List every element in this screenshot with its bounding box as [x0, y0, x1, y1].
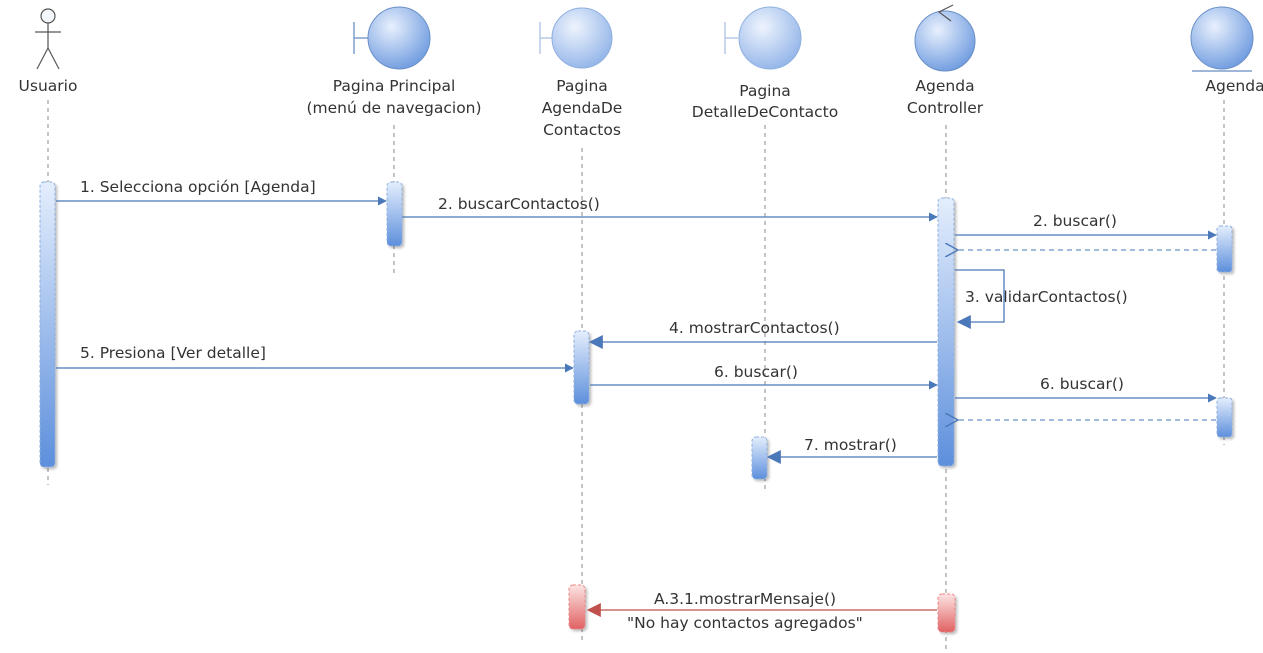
activation-agenda-1	[1216, 225, 1233, 273]
actor-icon[interactable]	[35, 8, 61, 70]
activation-agenda-controller	[937, 197, 955, 467]
message-label: 4. mostrarContactos()	[669, 319, 840, 337]
participant-label: Contactos	[543, 121, 621, 139]
self-message-arrow[interactable]	[955, 269, 1005, 329]
message-label: 3. validarContactos()	[965, 288, 1128, 306]
activation-error-controller	[937, 593, 956, 633]
activation-usuario	[39, 181, 56, 468]
message-label: 2. buscarContactos()	[438, 195, 600, 213]
entity-icon[interactable]	[1190, 6, 1254, 72]
activation-agenda-2	[1216, 397, 1233, 438]
participant-label: Usuario	[19, 77, 78, 95]
activation-pagina-principal	[386, 181, 403, 247]
boundary-icon[interactable]	[724, 6, 802, 70]
participant-label: Pagina Principal	[333, 77, 456, 95]
message-label: 5. Presiona [Ver detalle]	[80, 344, 266, 362]
message-label: 2. buscar()	[1033, 212, 1117, 230]
participant-label: Pagina	[556, 77, 608, 95]
participant-labels: Usuario Pagina Principal (menú de navega…	[19, 77, 1263, 139]
message-note: "No hay contactos agregados"	[627, 614, 863, 632]
participant-label: AgendaDe	[542, 99, 623, 117]
participant-label: Agenda	[915, 77, 974, 95]
message-label: A.3.1.mostrarMensaje()	[654, 590, 836, 608]
participant-label: Controller	[907, 99, 984, 117]
message-label: 7. mostrar()	[804, 436, 897, 454]
activation-pagina-detalle-de-contacto	[751, 436, 768, 480]
activation-bars	[39, 181, 1233, 633]
participant-label: Pagina	[739, 82, 791, 100]
activation-pagina-agenda-de-contactos	[573, 330, 590, 405]
message-label: 6. buscar()	[1040, 375, 1124, 393]
messages: 1. Selecciona opción [Agenda] 2. buscarC…	[56, 178, 1217, 632]
message-label: 6. buscar()	[714, 363, 798, 381]
control-icon[interactable]	[914, 4, 976, 72]
message-label: 1. Selecciona opción [Agenda]	[80, 178, 316, 196]
participant-label: (menú de navegacion)	[306, 99, 481, 117]
participant-label: DetalleDeContacto	[692, 103, 838, 121]
boundary-icon[interactable]	[353, 6, 431, 70]
participant-label: Agenda	[1205, 77, 1263, 95]
activation-error-pagina-agenda	[568, 584, 586, 630]
boundary-icon[interactable]	[539, 7, 613, 69]
